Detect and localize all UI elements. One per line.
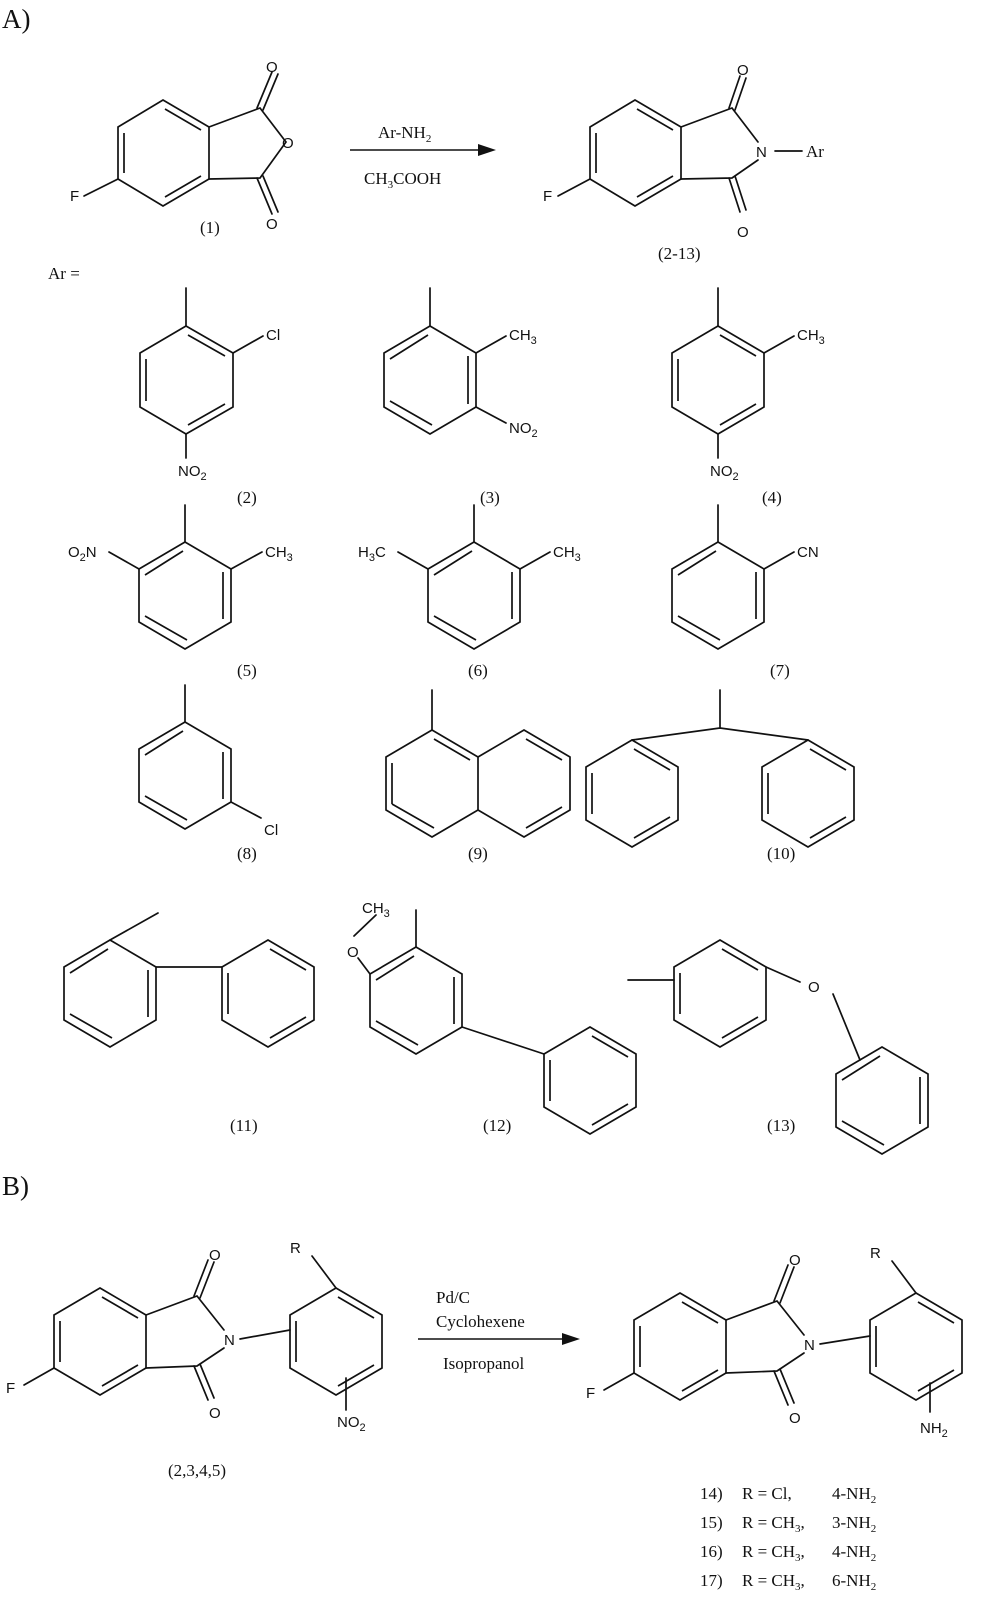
compound-label-12: (12) [483,1116,511,1135]
reagent-acetic-acid: CH3COOH [364,169,441,191]
reaction-arrow-a [350,144,496,156]
product-2-13-structure: O N O F Ar [543,62,824,241]
atom-o: O [737,62,749,79]
amino-phthalimide-structure: O N O F R NH2 [586,1245,963,1440]
aryl-13-structure: O [627,939,929,1155]
nitro-phthalimide-structure: O N O F R NO2 [6,1240,383,1434]
aryl-3-structure: CH3 NO2 [383,287,538,440]
compound-1-structure: O O O F [70,59,294,233]
atom-n: N [756,144,767,161]
atom-no2: NO2 [178,463,207,483]
panel-a-label: A) [2,4,31,34]
aryl-12-structure: O CH3 [347,900,637,1135]
atom-n: N [804,1337,815,1354]
product-row: 14)R = Cl,4-NH2 [700,1484,876,1506]
atom-o: O [808,979,820,996]
atom-ch3: CH3 [509,327,537,347]
atom-f: F [586,1385,595,1402]
aryl-10-structure [585,689,855,848]
compound-label-4: (4) [762,488,782,507]
atom-f: F [543,188,552,205]
aryl-7-structure: CN [671,504,819,650]
atom-o: O [789,1252,801,1269]
substituent-r: R [870,1245,881,1262]
panel-b-label: B) [2,1171,29,1201]
atom-ch3: CH3 [265,544,293,564]
atom-ch3: CH3 [797,327,825,347]
compound-label-10: (10) [767,844,795,863]
compound-label-2-3-4-5: (2,3,4,5) [168,1461,226,1480]
atom-h3c: H3C [358,544,386,564]
compound-label-8: (8) [237,844,257,863]
atom-o2n: O2N [68,544,97,564]
compound-label-2-13: (2-13) [658,244,700,263]
atom-no2: NO2 [509,420,538,440]
product-row: 16)R = CH3,4-NH2 [700,1542,876,1564]
reagent-ar-nh2: Ar-NH2 [378,123,431,145]
atom-o: O [266,216,278,233]
atom-no2: NO2 [337,1414,366,1434]
compound-label-1: (1) [200,218,220,237]
aryl-2-structure: Cl NO2 [139,287,280,483]
atom-o: O [347,944,359,961]
aryl-11-structure [63,912,315,1048]
reagent-pd-c: Pd/C [436,1288,470,1307]
atom-n: N [224,1332,235,1349]
compound-label-13: (13) [767,1116,795,1135]
reagent-cyclohexene: Cyclohexene [436,1312,525,1331]
compound-label-11: (11) [230,1116,258,1135]
substituent-ar: Ar [806,142,824,161]
atom-o: O [209,1247,221,1264]
product-row: 15)R = CH3,3-NH2 [700,1513,876,1535]
atom-no2: NO2 [710,463,739,483]
aryl-6-structure: CH3 H3C [358,504,581,650]
atom-ch3: CH3 [362,900,390,920]
atom-o: O [737,224,749,241]
atom-ch3: CH3 [553,544,581,564]
substituent-r: R [290,1240,301,1257]
atom-o: O [209,1405,221,1422]
aryl-5-structure: CH3 O2N [68,504,293,650]
ar-definition-label: Ar = [48,264,80,283]
atom-f: F [6,1380,15,1397]
atom-cn: CN [797,544,819,561]
aryl-4-structure: CH3 NO2 [671,287,825,483]
atom-o: O [789,1410,801,1427]
atom-nh2: NH2 [920,1420,948,1440]
atom-cl: Cl [266,327,280,344]
aryl-8-structure: Cl [138,684,278,839]
atom-o: O [266,59,278,76]
atom-f: F [70,188,79,205]
compound-label-3: (3) [480,488,500,507]
compound-label-9: (9) [468,844,488,863]
compound-label-5: (5) [237,661,257,680]
product-row: 17)R = CH3,6-NH2 [700,1571,876,1593]
atom-cl: Cl [264,822,278,839]
aryl-9-structure [385,689,571,838]
compound-label-6: (6) [468,661,488,680]
reaction-arrow-b [418,1333,580,1345]
atom-o: O [282,135,294,152]
compound-label-2: (2) [237,488,257,507]
reagent-isopropanol: Isopropanol [443,1354,524,1373]
compound-label-7: (7) [770,661,790,680]
product-list: 14)R = Cl,4-NH2 15)R = CH3,3-NH2 16)R = … [700,1484,876,1593]
